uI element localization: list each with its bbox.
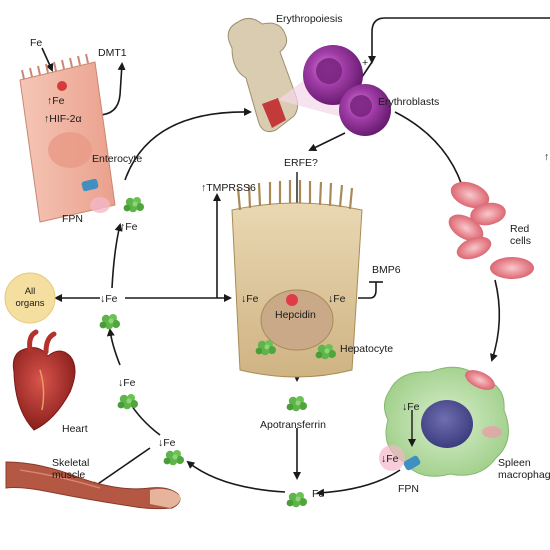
bmp6-link	[358, 282, 377, 299]
arrow-rbc-to-macrophage	[490, 279, 501, 362]
arrow-fe-into-enterocyte	[41, 47, 54, 72]
enterocyte-label: Enterocyte	[92, 153, 142, 165]
fe-top-label: Fe	[30, 37, 42, 49]
arrow-circle-to-enterocyte	[111, 223, 123, 289]
down-fe-muscle-label: ↓Fe	[158, 437, 176, 449]
spleen-macrophage-cell	[384, 366, 509, 477]
dmt1-label: DMT1	[98, 47, 127, 59]
erfe-label: ERFE?	[284, 157, 318, 169]
apotransferrin-label: Apotransferrin	[260, 419, 326, 431]
bmp6-label: BMP6	[372, 264, 401, 276]
up-hif-label: ↑HIF-2α	[44, 113, 82, 125]
arrow-macrophage-to-fe	[316, 469, 401, 497]
hepcidin-label: Hepcidin	[275, 309, 316, 321]
bone-marrow-icon	[227, 18, 299, 133]
dmt1-transporter	[57, 81, 67, 91]
red-cells-group	[448, 181, 534, 279]
down-fe-mac-label: ↓Fe	[402, 401, 420, 413]
erythropoiesis-label: Erythropoiesis	[276, 13, 343, 25]
arrow-to-skeletal-muscle	[90, 447, 151, 490]
down-fe-heart-label: ↓Fe	[118, 377, 136, 389]
iron-cluster-apo	[286, 396, 307, 412]
arrow-erythroblast-to-rbc	[394, 111, 468, 197]
fpn-left-label: FPN	[62, 213, 83, 225]
enterocyte-cell	[19, 53, 116, 223]
iron-cluster-circle	[99, 314, 120, 330]
fpn-left-transporter	[81, 178, 99, 192]
erythroblasts-label: Erythroblasts	[378, 96, 439, 108]
up-fe-cell-label: ↑Fe	[47, 95, 65, 107]
fe-bottom-label: Fe	[312, 488, 324, 500]
arm-muscle-icon	[5, 461, 181, 510]
hepatocyte-label: Hepatocyte	[340, 343, 393, 355]
iron-cluster-icon	[123, 197, 144, 213]
arrow-heart-to-circle	[106, 328, 121, 366]
heart-label: Heart	[62, 423, 88, 435]
down-fe-fpn-label: ↓Fe	[381, 453, 399, 465]
fpn-right-transporter	[403, 455, 421, 471]
iron-cluster-muscle	[163, 450, 184, 466]
enterocyte-nucleus	[48, 132, 92, 168]
hepatocyte-cell	[231, 180, 363, 378]
circulation-arrows	[41, 17, 550, 497]
spleen-macrophage-label: Spleenmacrophage	[498, 457, 550, 481]
arrow-up-edge: ↑	[544, 151, 549, 163]
down-fe-hep-right-label: ↓Fe	[328, 293, 346, 305]
down-fe-circle-label: ↓Fe	[100, 293, 118, 305]
iron-cluster-bottom	[286, 492, 307, 508]
heart-icon	[12, 329, 76, 431]
tmprss6-label: ↑TMPRSS6	[201, 182, 256, 194]
arrow-erythroblast-to-erfe	[308, 132, 346, 151]
hepatocyte-nucleus	[260, 289, 334, 351]
up-fe-left-label: ↑Fe	[120, 221, 138, 233]
down-fe-hep-left-label: ↓Fe	[241, 293, 259, 305]
macrophage-nucleus	[421, 400, 473, 448]
all-organs-circle	[4, 272, 56, 324]
arrow-enterocyte-to-marrow	[124, 107, 252, 181]
hepcidin-signal	[286, 294, 298, 306]
arrow-feedback-erythroblasts	[368, 17, 550, 64]
plus-label: +	[362, 57, 368, 69]
fpn-right-label: FPN	[398, 483, 419, 495]
arrow-fe-to-muscle-fe	[186, 460, 286, 493]
iron-cluster-heart	[117, 394, 138, 410]
